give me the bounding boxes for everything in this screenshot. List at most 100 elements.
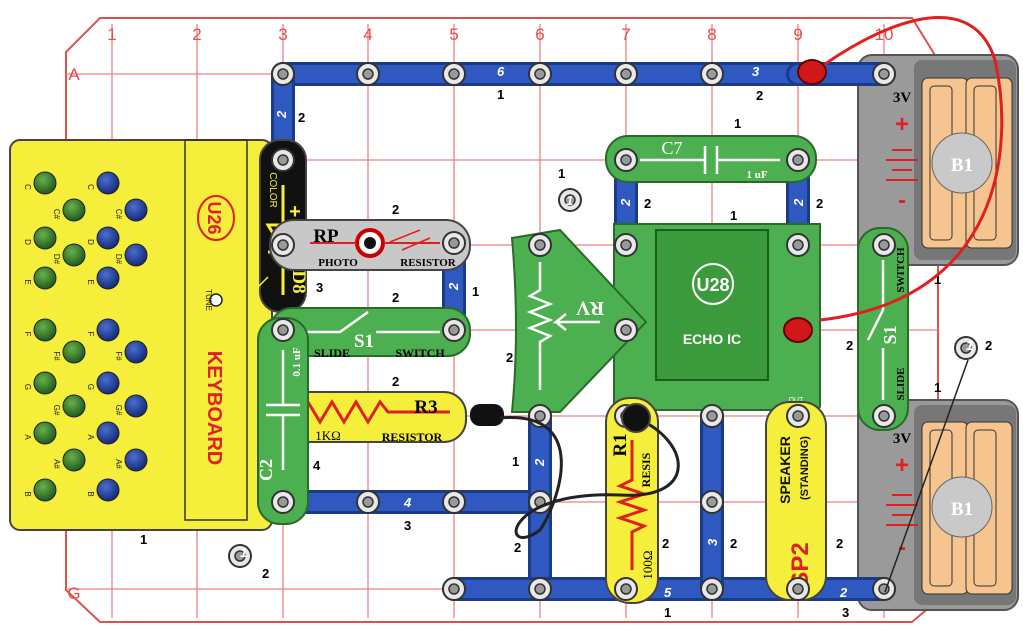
column-label-3: 3 bbox=[278, 25, 287, 44]
battery-bottom-id: B1 bbox=[951, 499, 973, 520]
r1-value: 100Ω bbox=[640, 550, 655, 579]
sharp-left-2 bbox=[63, 341, 85, 363]
top-rail-level: 1 bbox=[497, 87, 504, 102]
col6-vertical-level: 2 bbox=[514, 540, 521, 555]
key-right-1-label: D bbox=[86, 239, 95, 245]
column-label-5: 5 bbox=[449, 25, 458, 44]
snap-stud-7-center bbox=[278, 155, 288, 165]
keyboard-u26[interactable]: U26 TUNE KEYBOARD CDEFGABC#D#F#G#A#CDEFG… bbox=[10, 140, 272, 530]
sharp-left-2-label: F# bbox=[52, 351, 61, 361]
column-label-1: 1 bbox=[107, 25, 116, 44]
c7-left-number: 2 bbox=[618, 198, 633, 207]
rp-level: 2 bbox=[392, 202, 399, 217]
pot-vertical-level: 1 bbox=[512, 454, 519, 469]
bottom-mid-number: 5 bbox=[664, 585, 672, 600]
r1-id: R1 bbox=[610, 433, 631, 456]
key-right-4-label: G bbox=[86, 384, 95, 390]
r3-word: RESISTOR bbox=[382, 430, 443, 444]
bottom-rail-number: 4 bbox=[403, 495, 412, 510]
snap-stud-12-center bbox=[278, 497, 288, 507]
key-left-5-label: A bbox=[23, 434, 32, 440]
bottom-left-level: 1 bbox=[140, 532, 147, 547]
s1-left-id: S1 bbox=[354, 331, 374, 352]
snap-stud-16-center bbox=[535, 411, 545, 421]
battery-gap2-level: 1 bbox=[934, 380, 941, 395]
r1-word: RESIS bbox=[639, 452, 653, 487]
key-right-2-label: E bbox=[86, 279, 95, 284]
single-top-level: 1 bbox=[558, 166, 565, 181]
snap-stud-26-center bbox=[793, 155, 803, 165]
capacitor-c7[interactable]: C7 1 uF 1 bbox=[606, 116, 816, 182]
snap-stud-28-center bbox=[793, 240, 803, 250]
sharp-left-1 bbox=[63, 244, 85, 266]
sharp-left-3-label: G# bbox=[52, 405, 61, 416]
pot-level: 2 bbox=[506, 350, 513, 365]
column-label-2: 2 bbox=[192, 25, 201, 44]
snap-stud-2-center bbox=[449, 69, 459, 79]
snap-stud-0-center bbox=[278, 69, 288, 79]
snap-stud-30-center bbox=[535, 240, 545, 250]
top-right-number: 3 bbox=[752, 64, 760, 79]
c7-right-level: 2 bbox=[816, 196, 823, 211]
sharp-left-1-label: D# bbox=[52, 254, 61, 265]
sp2-level: 2 bbox=[836, 536, 843, 551]
key-left-4-label: G bbox=[23, 384, 32, 390]
sharp-right-4-label: A# bbox=[114, 459, 123, 469]
pot-vertical-number: 2 bbox=[532, 458, 547, 467]
snap-stud-27-center bbox=[621, 240, 631, 250]
row-label-g: G bbox=[67, 584, 80, 603]
key-right-0 bbox=[97, 172, 119, 194]
r3-level: 2 bbox=[392, 374, 399, 389]
sharp-right-3 bbox=[125, 395, 147, 417]
sharp-right-4 bbox=[125, 449, 147, 471]
red-jumper-top-clip[interactable] bbox=[798, 60, 826, 84]
r3-plug[interactable] bbox=[470, 404, 504, 426]
r3-id: R3 bbox=[414, 397, 437, 418]
r1-level: 2 bbox=[662, 536, 669, 551]
col8-vertical-number: 3 bbox=[705, 538, 720, 546]
key-left-3-label: F bbox=[23, 332, 32, 337]
key-left-0-label: C bbox=[23, 184, 32, 190]
key-left-6 bbox=[34, 479, 56, 501]
rp-word1: PHOTO bbox=[318, 257, 358, 269]
sharp-right-0-label: C# bbox=[114, 209, 123, 220]
black-jumper-clip[interactable] bbox=[622, 404, 650, 432]
s1-right-level: 2 bbox=[846, 338, 853, 353]
rp-drop-number: 2 bbox=[446, 282, 461, 291]
red-jumper-bottom-clip[interactable] bbox=[784, 318, 812, 342]
sharp-right-1-label: D# bbox=[114, 254, 123, 265]
key-right-6 bbox=[97, 479, 119, 501]
single-right-level: 2 bbox=[985, 338, 992, 353]
column-label-9: 9 bbox=[793, 25, 802, 44]
snap-stud-20-center bbox=[707, 584, 717, 594]
snap-stud-29-center bbox=[621, 325, 631, 335]
single-bottom-level: 2 bbox=[262, 566, 269, 581]
r3-value: 1KΩ bbox=[315, 428, 341, 443]
c2-value: 0.1 uF bbox=[291, 347, 303, 377]
u28-id: U28 bbox=[696, 275, 729, 295]
snap-stud-24-center bbox=[707, 497, 717, 507]
key-left-1-label: D bbox=[23, 239, 32, 245]
s1-right-word2: SWITCH bbox=[895, 247, 907, 293]
snap-stud-23-center bbox=[707, 411, 717, 421]
battery-top-minus: - bbox=[898, 187, 906, 214]
speaker-sp2[interactable]: SP2 SPEAKER (STANDING) bbox=[766, 402, 826, 600]
snap-stud-6-center bbox=[879, 69, 889, 79]
snap-stud-10-center bbox=[278, 240, 288, 250]
top-rail-number: 6 bbox=[497, 64, 505, 79]
snap-stud-4-center bbox=[621, 69, 631, 79]
key-left-4 bbox=[34, 372, 56, 394]
sp2-word2: (STANDING) bbox=[799, 436, 811, 500]
c2-level: 4 bbox=[313, 458, 321, 473]
column-label-7: 7 bbox=[621, 25, 630, 44]
key-left-1 bbox=[34, 227, 56, 249]
sharp-left-4-label: A# bbox=[52, 459, 61, 469]
c2-id: C2 bbox=[256, 459, 276, 481]
led-level: 3 bbox=[316, 280, 323, 295]
slide-switch-right[interactable]: S1 SLIDE SWITCH bbox=[858, 228, 908, 430]
key-right-0-label: C bbox=[86, 184, 95, 190]
single-top-number: 1 bbox=[566, 193, 573, 208]
battery-bottom-volts: 3V bbox=[893, 431, 912, 447]
